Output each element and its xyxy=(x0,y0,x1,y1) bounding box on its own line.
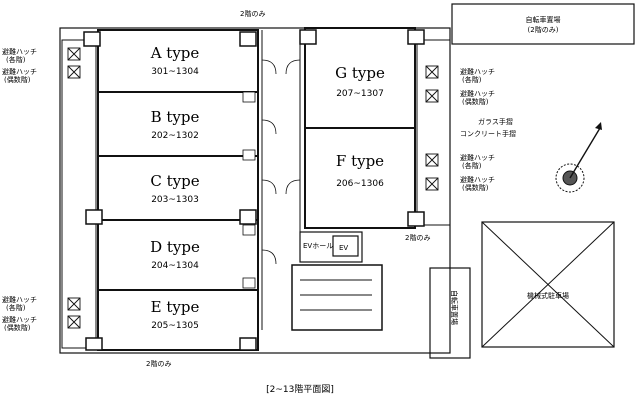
unit-g-range: 207~1307 xyxy=(336,89,384,99)
plan-caption: [2~13階平面図] xyxy=(266,384,334,395)
floor-note-bottom: 2階のみ xyxy=(146,359,171,368)
parking-label: 機械式駐車場 xyxy=(527,291,569,300)
unit-c-label: C type xyxy=(150,172,199,190)
hatch-label: (各階) xyxy=(462,75,482,84)
unit-d-range: 204~1304 xyxy=(151,261,199,271)
concrete-railing-label: コンクリート手摺 xyxy=(460,129,516,138)
hatch-label: (偶数階) xyxy=(462,183,489,192)
structural-columns xyxy=(83,29,425,351)
floor-note-top: 2階のみ xyxy=(240,9,265,18)
hatch-label: (偶数階) xyxy=(462,97,489,106)
hatch-label: 避難ハッチ xyxy=(460,153,495,162)
hatch-label: (偶数階) xyxy=(4,323,31,332)
hatch-label: 避難ハッチ xyxy=(460,67,495,76)
unit-e-range: 205~1305 xyxy=(151,321,199,331)
unit-a-label: A type xyxy=(150,44,200,62)
top-right-box-sub: (2階のみ) xyxy=(528,25,559,34)
ev-label: EV xyxy=(339,244,348,252)
ev-hall-label: EVホール xyxy=(303,242,333,250)
bicycle-label: 自転車置場 xyxy=(450,290,459,325)
evac-hatches xyxy=(67,47,439,329)
unit-f-label: F type xyxy=(336,152,384,170)
parking-area xyxy=(481,221,615,348)
bicycle-area xyxy=(429,267,471,359)
hatch-label: 避難ハッチ xyxy=(2,47,37,56)
top-right-box-label: 自転車置場 xyxy=(526,15,561,24)
hatch-label: (偶数階) xyxy=(4,75,31,84)
unit-e-label: E type xyxy=(151,298,200,316)
hatch-label: 避難ハッチ xyxy=(2,295,37,304)
hatch-label: 避難ハッチ xyxy=(2,67,37,76)
glass-railing-label: ガラス手摺 xyxy=(478,117,513,126)
compass-icon xyxy=(555,122,602,193)
hatch-label: (各階) xyxy=(462,161,482,170)
unit-a-range: 301~1304 xyxy=(151,67,199,77)
unit-b-range: 202~1302 xyxy=(151,131,199,141)
meter-boxes xyxy=(242,91,256,289)
unit-d-label: D type xyxy=(150,238,200,256)
unit-b-label: B type xyxy=(151,108,200,126)
hatch-label: (各階) xyxy=(6,55,26,64)
unit-c-range: 203~1303 xyxy=(151,195,199,205)
door-swings xyxy=(261,59,301,265)
building-walls xyxy=(59,27,451,354)
unit-g-label: G type xyxy=(335,64,385,82)
top-right-box xyxy=(451,3,635,45)
hatch-label: 避難ハッチ xyxy=(2,315,37,324)
floor-note-right: 2階のみ xyxy=(405,233,430,242)
hatch-label: 避難ハッチ xyxy=(460,175,495,184)
hatch-label: 避難ハッチ xyxy=(460,89,495,98)
hatch-label: (各階) xyxy=(6,303,26,312)
unit-f-range: 206~1306 xyxy=(336,179,384,189)
